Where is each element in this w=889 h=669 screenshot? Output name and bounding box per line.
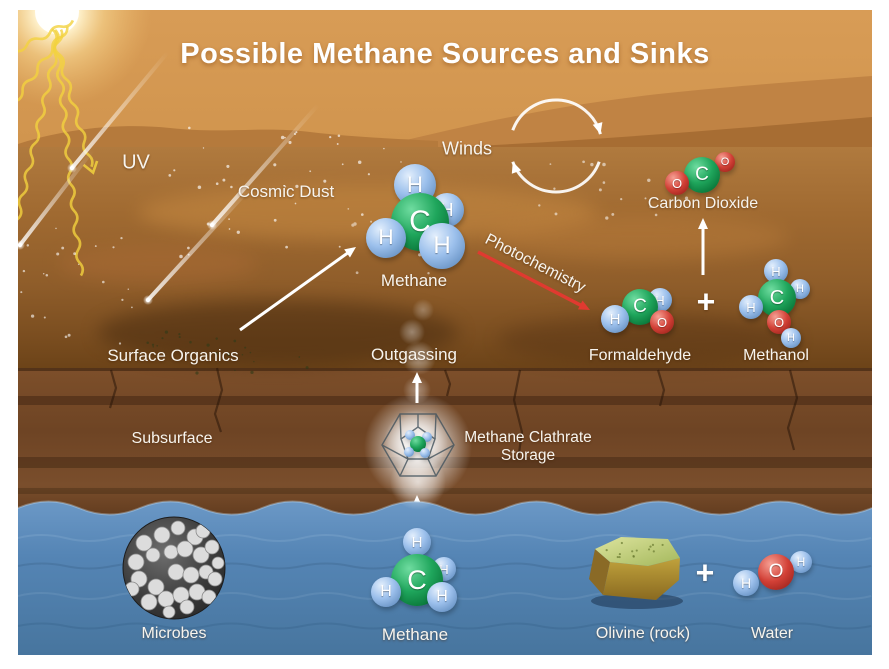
clathrate-ice: [364, 393, 472, 510]
label-subsurface: Subsurface: [131, 430, 213, 447]
dust-speckles: [347, 200, 455, 275]
label-methane-bottom: Methane: [381, 625, 449, 644]
label-winds: Winds: [441, 138, 493, 159]
terrain-shadow: [98, 300, 458, 365]
label-methane-clathrate-line2: Storage: [500, 447, 556, 464]
label-formaldehyde: Formaldehyde: [588, 347, 692, 364]
winds-cycle-icon: [511, 98, 602, 194]
uv-ray: [18, 28, 64, 360]
rock-cracks: [108, 367, 799, 461]
microbes-inset: [122, 516, 226, 620]
label-methane-top: Methane: [380, 271, 448, 290]
olivine-rock-icon: [589, 537, 683, 609]
clathrate-cage-icon: [381, 413, 455, 477]
uv-ray: [18, 19, 75, 187]
uv-ray: [51, 28, 99, 175]
label-outgassing: Outgassing: [371, 345, 457, 364]
arrow-to-carbon-dioxide: [698, 218, 708, 275]
cosmic-dust-streak: [207, 103, 320, 230]
diagram-overlay: [18, 10, 872, 655]
terrain-highlight: [58, 245, 258, 283]
arrow-photochemistry: [477, 250, 590, 310]
dust-speckles: [20, 227, 133, 345]
cosmic-dust-streak: [18, 148, 95, 250]
arrow-surface-organics-to-methane: [239, 247, 356, 332]
label-methanol: Methanol: [743, 347, 809, 364]
uv-ray: [53, 29, 85, 277]
label-cosmic-dust: Cosmic Dust: [237, 182, 335, 201]
diagram-title: Possible Methane Sources and Sinks: [180, 38, 710, 70]
label-carbon-dioxide: Carbon Dioxide: [647, 195, 759, 212]
label-water: Water: [750, 625, 794, 642]
plus-sign-top: +: [696, 283, 716, 320]
label-methane-clathrate-line1: Methane Clathrate: [464, 429, 592, 446]
label-olivine: Olivine (rock): [595, 625, 691, 642]
label-surface-organics: Surface Organics: [107, 346, 239, 365]
plus-sign-bottom: +: [695, 554, 715, 591]
label-microbes: Microbes: [141, 625, 207, 642]
terrain-highlight: [488, 215, 788, 260]
dust-speckles: [136, 330, 309, 375]
label-uv: UV: [122, 151, 150, 174]
cosmic-dust-streak: [67, 50, 170, 173]
uv-ray: [18, 26, 69, 219]
cosmic-dust-streak: [143, 183, 255, 305]
